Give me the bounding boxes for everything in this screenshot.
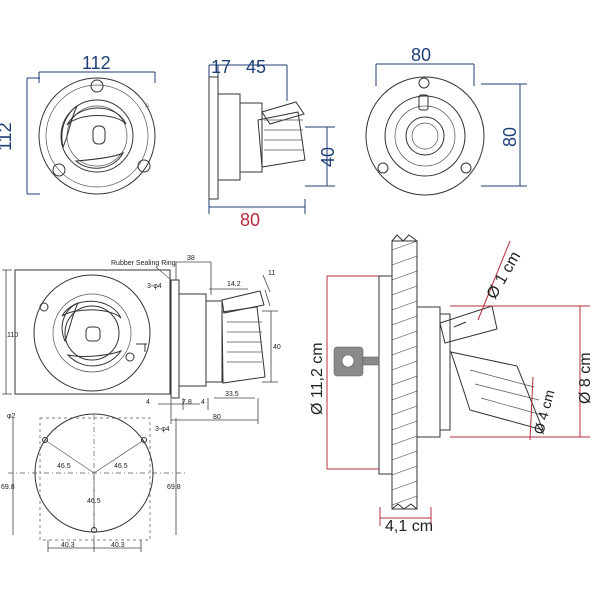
side-tube-label: 40 xyxy=(318,147,338,167)
hole-phi2-label: φ2 xyxy=(7,413,16,420)
length-4-right-label: 4 xyxy=(201,399,205,406)
back-view: 80 80 xyxy=(365,45,527,196)
length-80-label: 80 xyxy=(213,414,221,421)
depth-14-2-label: 14.2 xyxy=(227,281,241,288)
depth-38-label: 38 xyxy=(187,255,195,262)
side-technical-view: Rubber Sealing Ring 38 14.2 11 3-φ4 40 3… xyxy=(111,255,281,424)
cut-46-5-bottom-label: 46.5 xyxy=(87,498,101,505)
side-view: 17 45 40 80 xyxy=(208,57,338,230)
cut-69-8-right-label: 69.8 xyxy=(167,484,181,491)
side-depth-label: 45 xyxy=(246,57,266,77)
rubber-sealing-ring-label: Rubber Sealing Ring xyxy=(111,260,176,267)
cut-69-8-left-label: 69.8 xyxy=(1,484,15,491)
cut-46-5-right-label: 46.5 xyxy=(114,463,128,470)
hole-3-phi4-cut-label: 3-φ4 xyxy=(155,426,170,433)
front-width-label: 112 xyxy=(82,53,111,73)
hole-3-phi4-top-label: 3-φ4 xyxy=(147,283,162,290)
front-technical-view: 110 xyxy=(2,269,171,395)
front-view: ⌂ 112 112 xyxy=(0,53,156,195)
front-height-label: 112 xyxy=(0,122,15,151)
height-110-label: 110 xyxy=(7,332,18,339)
length-7-8-label: 7.8 xyxy=(182,399,192,406)
svg-text:⌂: ⌂ xyxy=(145,102,149,109)
length-4-left-label: 4 xyxy=(146,399,150,406)
installed-diameter-8cm-label: Ø 8 cm xyxy=(577,352,594,404)
length-33-5-label: 33.5 xyxy=(225,391,239,398)
installed-diameter-4cm-label: Ø 4 cm xyxy=(530,388,557,436)
cutout-template-view: φ2 3-φ4 46.5 46.5 46.5 69.8 69.8 40.3 40… xyxy=(1,413,188,552)
back-width-label: 80 xyxy=(411,45,431,65)
key-icon xyxy=(333,346,380,377)
depth-11-label: 11 xyxy=(268,270,275,277)
cut-46-5-left-label: 46.5 xyxy=(57,463,71,470)
installed-diameter-1cm-label: Ø 1 cm xyxy=(484,249,525,302)
cut-40-3-right-label: 40.3 xyxy=(111,542,125,549)
installed-depth-4-1cm-label: 4,1 cm xyxy=(385,518,433,535)
side-total-label: 80 xyxy=(240,210,260,230)
installed-diameter-11-2cm-label: Ø 11,2 cm xyxy=(309,342,326,415)
cut-40-3-left-label: 40.3 xyxy=(61,542,75,549)
back-height-label: 80 xyxy=(500,127,520,147)
side-flange-label: 17 xyxy=(211,57,231,77)
installed-section-view: Ø 1 cm Ø 11,2 cm Ø 8 cm Ø 4 cm 4,1 cm xyxy=(309,234,594,535)
tube-40-label: 40 xyxy=(273,344,281,351)
